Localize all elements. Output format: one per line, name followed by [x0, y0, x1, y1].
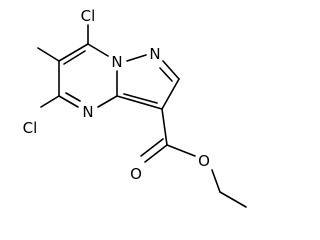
atom-o-carbonyl: O: [130, 165, 142, 183]
bond-c3-c3a: [116, 95, 163, 110]
bond-c3-c3a-inner: [123, 93, 158, 104]
atom-n-pyrazole: N: [149, 45, 160, 63]
atom-labels: Cl Cl N N N O O: [23, 7, 210, 183]
bond-c5-n4-inner: [65, 92, 81, 102]
bond-oester-ch2: [211, 169, 221, 193]
bond-c6-methyl: [37, 47, 60, 62]
bond-carbonyl-oester: [166, 144, 196, 157]
bond-ch2-ch3: [219, 191, 247, 208]
bond-n1-c2: [162, 60, 180, 80]
bond-n7a-c7: [87, 43, 109, 57]
bond-c5-cl: [40, 95, 60, 108]
atom-cl-top: Cl: [81, 7, 96, 25]
bond-n1-c2-inner: [159, 67, 173, 82]
atom-cl-left: Cl: [23, 119, 38, 137]
atom-n-bridge: N: [111, 53, 122, 71]
bond-c7-c6-inner: [63, 50, 86, 65]
bond-n4-c3a: [97, 95, 118, 108]
bond-c7-c6: [58, 43, 89, 62]
bond-c2-c3: [161, 78, 180, 110]
bond-carbonyl-o: [144, 144, 168, 163]
bond-carbonyl-o-inner: [140, 138, 164, 157]
chemical-structure: Cl Cl N N N O O: [23, 7, 247, 208]
bond-lines: [37, 24, 247, 208]
atom-n-ring: N: [82, 103, 93, 121]
atom-o-ester: O: [198, 152, 210, 170]
bond-c3-carbonyl: [161, 108, 168, 146]
bond-n7a-n1: [126, 54, 147, 62]
bond-c5-n4: [58, 95, 79, 108]
